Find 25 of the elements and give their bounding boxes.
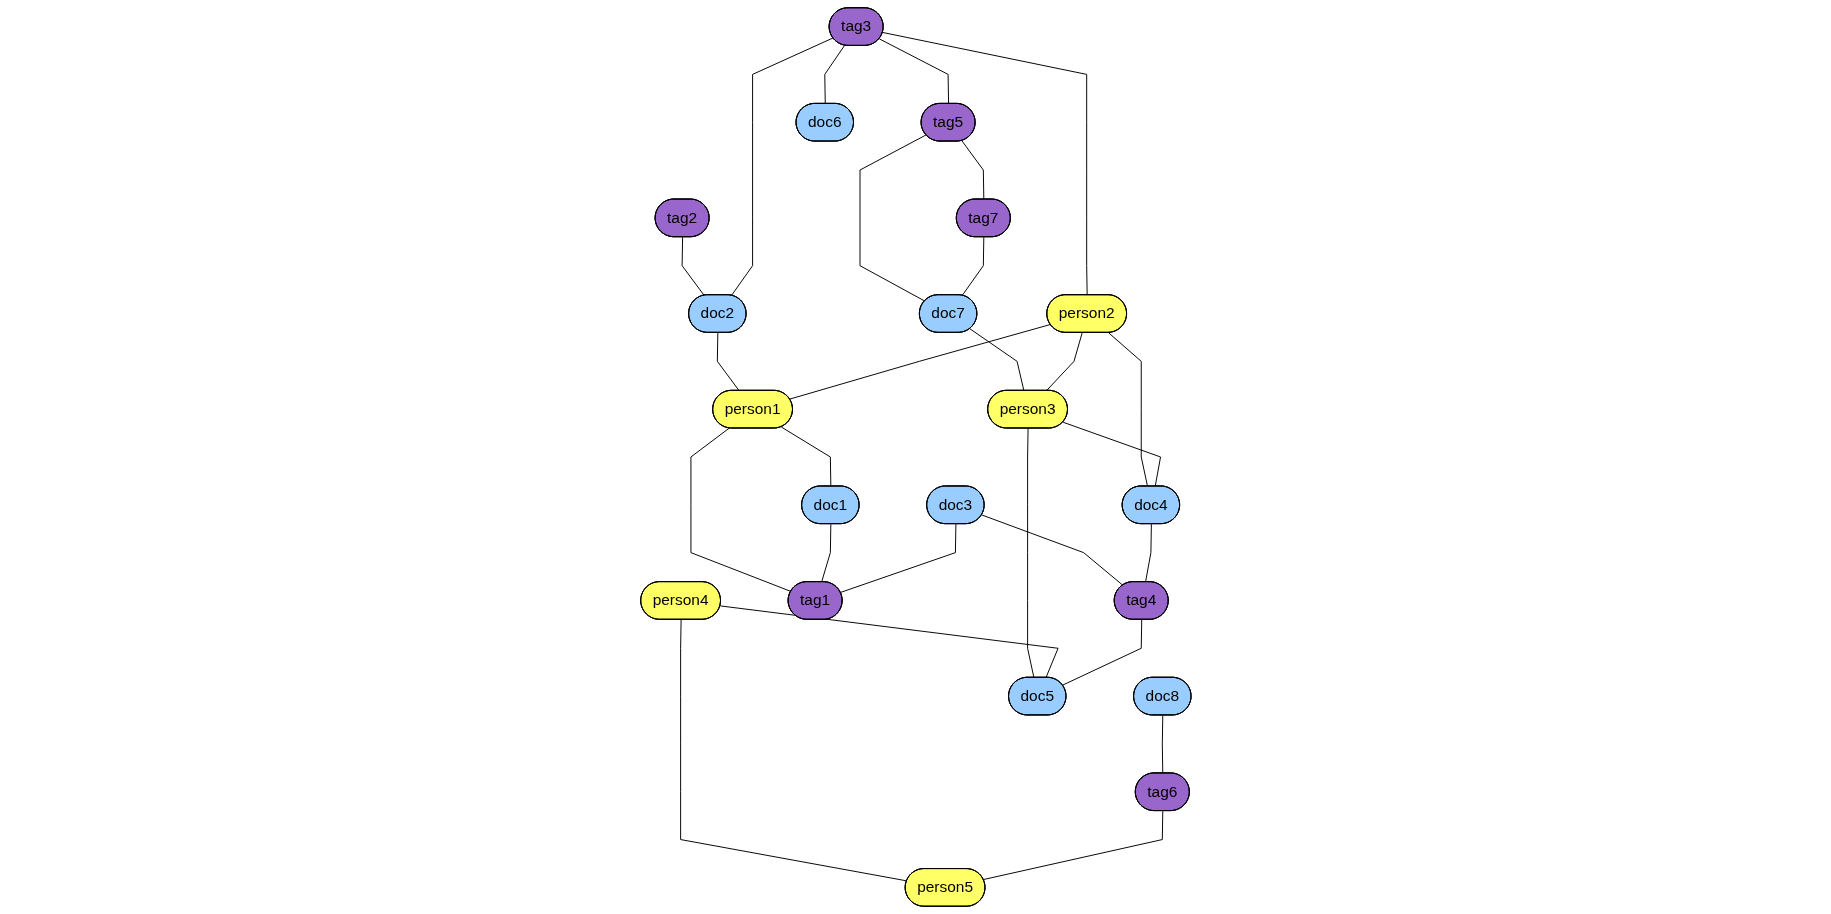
- connector: [823, 45, 845, 105]
- connector: [716, 332, 740, 392]
- connector: [961, 236, 984, 297]
- connector: [1045, 332, 1083, 392]
- connector: [820, 523, 831, 583]
- connector: [788, 324, 1051, 400]
- connector: [730, 37, 834, 297]
- connector: [1161, 714, 1163, 774]
- connector: [1107, 332, 1148, 487]
- connector: [1062, 421, 1161, 487]
- connector: [780, 426, 831, 487]
- connector: [839, 523, 956, 593]
- connector: [961, 140, 984, 200]
- connector: [1026, 428, 1035, 679]
- connector: [679, 619, 908, 882]
- connector: [982, 810, 1163, 881]
- connector: [981, 514, 1124, 586]
- connector: [881, 32, 1088, 296]
- connector: [681, 236, 705, 297]
- connector: [859, 134, 927, 302]
- connector: [719, 605, 1059, 679]
- connector: [878, 38, 949, 105]
- connector: [1144, 523, 1152, 583]
- connector: [969, 328, 1025, 392]
- connector: [1061, 619, 1142, 686]
